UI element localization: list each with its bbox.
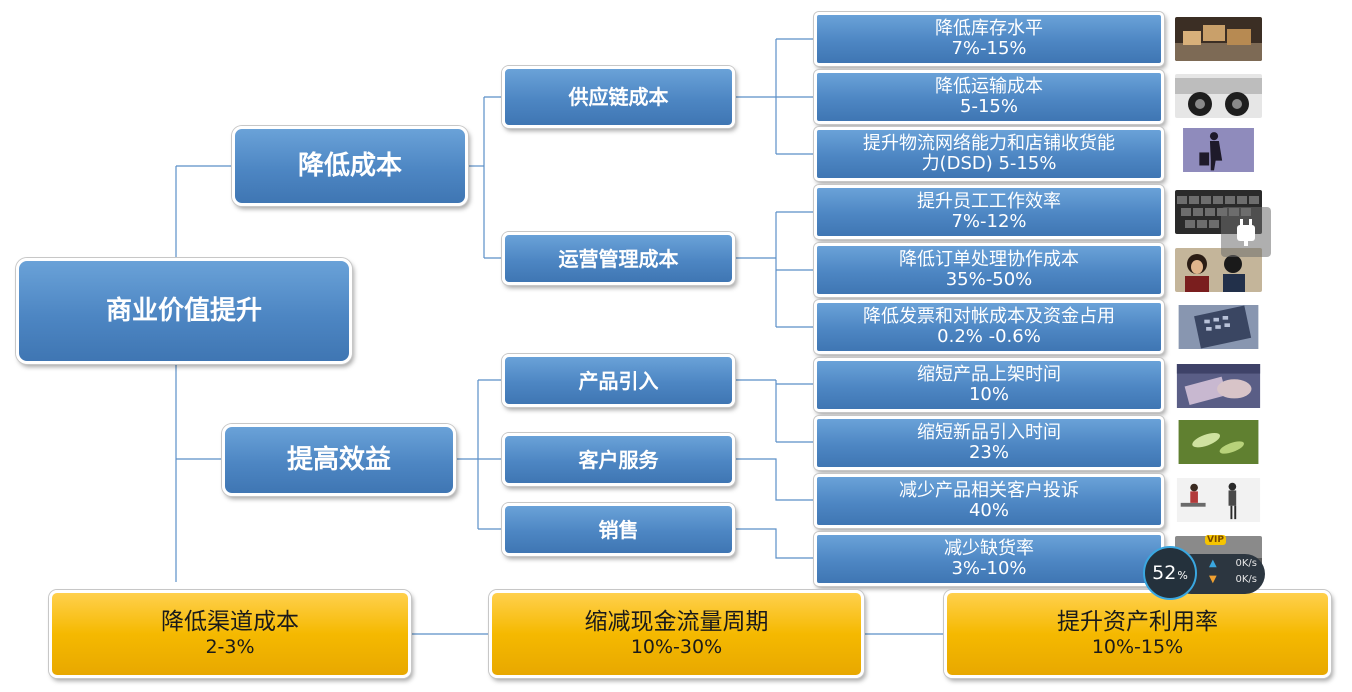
leaf-node: 提升物流网络能力和店铺收货能 力(DSD) 5-15% [814,127,1164,181]
customer-service-node: 客户服务 [502,433,735,486]
delivery-person-photo [1175,128,1262,172]
speed-percent-circle[interactable]: 52% [1143,546,1197,600]
sales-node: 销售 [502,503,735,556]
leaf-label: 降低运输成本 [935,76,1043,98]
office-people-photo [1175,248,1262,292]
root-label: 商业价值提升 [105,295,262,326]
bottom-box-label: 缩减现金流量周期 [584,608,769,635]
reduce-cost-label: 降低成本 [297,150,402,181]
network-speed-widget[interactable]: VIP 52% ▲ 0K/s ▼ 0K/s [1143,535,1265,602]
leaf-value: 40% [968,500,1009,521]
leaf-label: 减少产品相关客户投诉 [899,480,1079,502]
upload-rate: 0K/s [1235,558,1258,569]
leaf-label: 缩短新品引入时间 [917,422,1061,444]
leaf-label: 降低订单处理协作成本 [899,249,1079,271]
truck-wheels-photo [1175,74,1262,118]
customer-service-label: 客户服务 [578,447,659,472]
supply-chain-cost-node: 供应链成本 [502,66,735,128]
bottom-box-channel-cost: 降低渠道成本 2-3% [49,590,411,678]
speed-percent-value: 52 [1152,562,1177,584]
leaf-label: 缩短产品上架时间 [917,364,1061,386]
leaf-node: 提升员工工作效率 7%-12% [814,185,1164,239]
leaf-value: 5-15% [960,96,1018,117]
leaf-node: 缩短新品引入时间 23% [814,416,1164,470]
leaf-label: 提升物流网络能力和店铺收货能 [863,133,1115,155]
bottom-box-label: 降低渠道成本 [161,608,299,635]
plug-icon [1237,219,1255,246]
leaf-label: 提升员工工作效率 [917,191,1061,213]
leaf-value: 力(DSD) 5-15% [921,153,1057,174]
ops-mgmt-cost-node: 运营管理成本 [502,232,735,285]
leaf-node: 降低运输成本 5-15% [814,70,1164,124]
bottom-box-asset-utilization: 提升资产利用率 10%-15% [944,590,1331,678]
download-arrow-icon: ▼ [1209,574,1217,585]
speed-percent-sign: % [1177,569,1188,582]
boxes-photo [1175,17,1262,61]
leaf-value: 10% [968,384,1009,405]
leaf-label: 降低发票和对帐成本及资金占用 [863,306,1115,328]
improve-benefit-node: 提高效益 [222,424,456,496]
leaf-node: 降低发票和对帐成本及资金占用 0.2% -0.6% [814,300,1164,354]
improve-benefit-label: 提高效益 [286,444,391,475]
leaf-value: 35%-50% [945,269,1033,290]
ops-mgmt-cost-label: 运营管理成本 [558,246,679,271]
root-node: 商业价值提升 [16,258,352,364]
handshake-photo [1175,478,1262,522]
supply-chain-cost-label: 供应链成本 [568,85,669,109]
leaf-node: 降低订单处理协作成本 35%-50% [814,243,1164,297]
download-rate: 0K/s [1235,574,1258,585]
reduce-cost-node: 降低成本 [232,126,468,206]
leaf-value: 7%-15% [951,38,1027,59]
leaf-value: 3%-10% [951,558,1027,579]
leaf-node: 减少缺货率 3%-10% [814,532,1164,586]
product-intro-node: 产品引入 [502,354,735,407]
bottom-box-label: 提升资产利用率 [1057,608,1218,635]
products-photo [1175,364,1262,408]
calculator-photo [1175,305,1262,349]
leaf-node: 减少产品相关客户投诉 40% [814,474,1164,528]
pills-photo [1175,420,1262,464]
bottom-box-value: 10%-15% [1091,636,1184,659]
sales-label: 销售 [598,517,639,542]
leaf-node: 降低库存水平 7%-15% [814,12,1164,66]
leaf-node: 缩短产品上架时间 10% [814,358,1164,412]
vip-badge: VIP [1205,535,1226,545]
leaf-value: 23% [968,442,1009,463]
plug-icon-button[interactable] [1221,207,1271,257]
leaf-value: 0.2% -0.6% [937,326,1041,347]
leaf-label: 降低库存水平 [935,18,1043,40]
bottom-box-cash-cycle: 缩减现金流量周期 10%-30% [489,590,864,678]
upload-arrow-icon: ▲ [1209,558,1217,569]
leaf-value: 7%-12% [951,211,1027,232]
bottom-box-value: 10%-30% [630,636,723,659]
bottom-box-value: 2-3% [205,636,255,659]
leaf-label: 减少缺货率 [944,538,1034,560]
product-intro-label: 产品引入 [578,368,659,393]
